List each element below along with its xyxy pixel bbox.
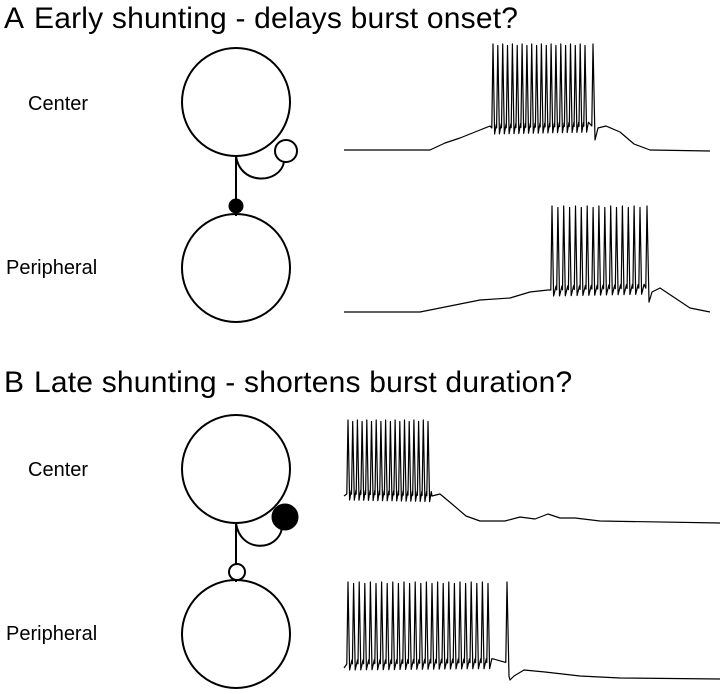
panel-b-excitatory-synapse bbox=[228, 563, 246, 581]
panel-a-center-neuron bbox=[181, 47, 291, 157]
panel-b-center-neuron bbox=[181, 414, 291, 524]
panel-a-peripheral-label: Peripheral bbox=[6, 257, 98, 279]
panel-a-letter: A bbox=[4, 2, 25, 35]
panel-b-center-label: Center bbox=[28, 459, 89, 481]
panel-b-center-trace bbox=[343, 419, 720, 524]
panel-b-peripheral-label: Peripheral bbox=[6, 623, 98, 645]
panel-a-title-text: Early shunting - delays burst onset? bbox=[34, 2, 519, 35]
panel-b-letter: B bbox=[4, 366, 25, 399]
panel-b-peripheral-trace bbox=[343, 581, 720, 681]
panel-a-inhibitory-synapse bbox=[228, 198, 244, 214]
panel-b-circuit bbox=[181, 414, 299, 689]
panel-b-title: B Late shunting - shortens burst duration… bbox=[4, 366, 572, 400]
panel-a-circuit bbox=[181, 47, 298, 323]
panel-b-peripheral-neuron bbox=[181, 579, 291, 689]
panel-a-title: A Early shunting - delays burst onset? bbox=[4, 2, 518, 36]
panel-a-recurrent-collateral bbox=[235, 155, 285, 180]
panel-b-inhibitory-synapse bbox=[271, 503, 299, 531]
panel-b-title-text: Late shunting - shortens burst duration? bbox=[34, 366, 573, 399]
panel-a-excitatory-synapse bbox=[274, 139, 298, 163]
panel-a-center-label: Center bbox=[28, 93, 89, 115]
panel-a-center-trace bbox=[344, 43, 711, 152]
panel-b-recurrent-collateral bbox=[235, 522, 283, 547]
panel-a-peripheral-trace bbox=[344, 205, 711, 313]
panel-a-peripheral-neuron bbox=[181, 213, 291, 323]
